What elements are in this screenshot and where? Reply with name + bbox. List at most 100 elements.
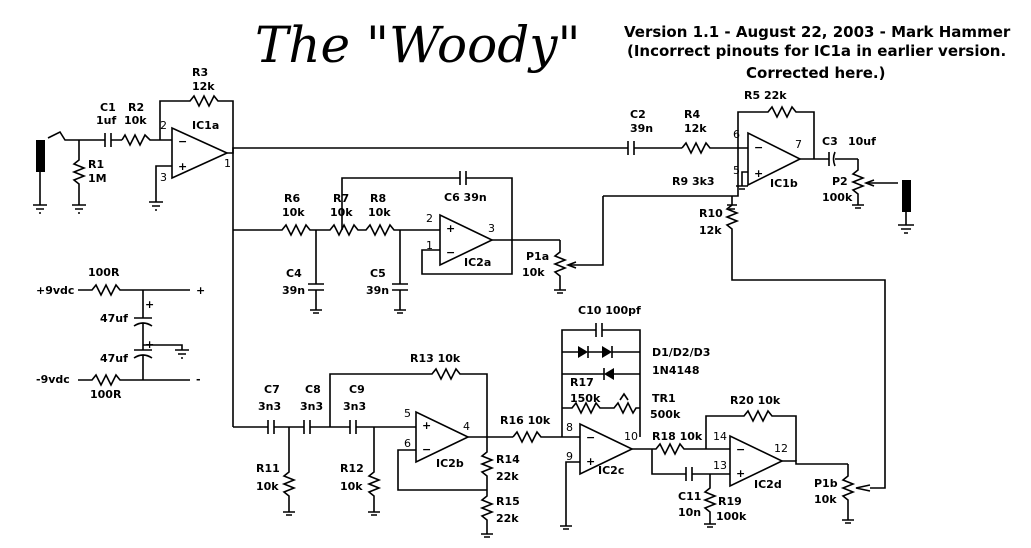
r2-resistor xyxy=(121,133,160,147)
r2-value: 10k xyxy=(124,114,147,127)
cap-top-label: 47uf xyxy=(100,312,128,325)
c5-capacitor xyxy=(392,230,408,314)
ic1b-pin-7: 7 xyxy=(795,138,802,151)
ic2b-pin-5: 5 xyxy=(404,407,411,420)
c9-value: 3n3 xyxy=(343,400,366,413)
p1a-potentiometer xyxy=(552,240,577,294)
r18-label: R18 10k xyxy=(652,430,703,443)
c5-value: 39n xyxy=(366,284,389,297)
c6-capacitor xyxy=(341,171,513,240)
r11-name: R11 xyxy=(256,462,280,475)
c11-value: 10n xyxy=(678,506,701,519)
c4-value: 39n xyxy=(282,284,305,297)
cap-top-plus: + xyxy=(145,298,154,311)
p1b-potentiometer xyxy=(840,464,871,524)
ic2c-wiring xyxy=(560,448,650,530)
c11-capacitor xyxy=(651,449,730,481)
neg-res-label: 100R xyxy=(90,388,122,401)
svg-text:+: + xyxy=(754,167,763,180)
r18-resistor xyxy=(650,442,730,456)
r4-value: 12k xyxy=(684,122,707,135)
c9-name: C9 xyxy=(349,383,365,396)
p2-potentiometer xyxy=(850,159,875,209)
ic1a-wiring xyxy=(149,139,172,211)
r10-ground-icon xyxy=(727,204,737,210)
r4-resistor xyxy=(681,141,738,155)
r4-name: R4 xyxy=(684,108,700,121)
c1-name: C1 xyxy=(100,101,116,114)
ic2a-label: IC2a xyxy=(464,256,491,269)
r14-r15-resistors xyxy=(479,437,495,538)
r10-resistor xyxy=(724,196,886,489)
neg-rail-resistor xyxy=(78,373,190,387)
svg-text:−: − xyxy=(586,431,595,444)
c7-value: 3n3 xyxy=(258,400,281,413)
c4-capacitor xyxy=(308,230,324,314)
r8-name: R8 xyxy=(370,192,386,205)
svg-text:+: + xyxy=(586,455,595,468)
r17-value: 150k xyxy=(570,392,601,405)
r10-value: 12k xyxy=(699,224,722,237)
ic1b-label: IC1b xyxy=(770,177,798,190)
r14-value: 22k xyxy=(496,470,519,483)
svg-text:+: + xyxy=(446,222,455,235)
ic2d-pin-12: 12 xyxy=(774,442,788,455)
ic2d-opamp: − + xyxy=(729,434,784,488)
p2-name: P2 xyxy=(832,175,848,188)
r3-value: 12k xyxy=(192,80,215,93)
cap-bot-label: 47uf xyxy=(100,352,128,365)
svg-text:+: + xyxy=(736,467,745,480)
ic2c-opamp: − + xyxy=(579,422,634,476)
svg-text:−: − xyxy=(178,135,187,148)
c1-value: 1uf xyxy=(96,114,116,127)
ic1b-opamp: − + xyxy=(747,131,802,187)
r7-name: R7 xyxy=(333,192,349,205)
r15-name: R15 xyxy=(496,495,520,508)
r5-label: R5 22k xyxy=(744,89,787,102)
r5-feedback-resistor xyxy=(737,105,815,159)
r16-resistor xyxy=(512,430,580,444)
r16-label: R16 10k xyxy=(500,414,551,427)
note-line-1: (Incorrect pinouts for IC1a in earlier v… xyxy=(627,42,1006,60)
r11-resistor xyxy=(281,427,297,516)
r14-name: R14 xyxy=(496,453,520,466)
ic1a-opamp: − + xyxy=(171,126,229,180)
p1b-value: 10k xyxy=(814,493,837,506)
c2-value: 39n xyxy=(630,122,653,135)
r1-resistor xyxy=(71,140,87,214)
r1-name: R1 xyxy=(88,158,104,171)
c7-c8-c9-capacitors xyxy=(233,420,408,434)
pos-rail-resistor xyxy=(78,283,190,297)
pos-res-label: 100R xyxy=(88,266,120,279)
r9-wire xyxy=(603,148,739,197)
r19-value: 100k xyxy=(716,510,747,523)
ic2b-opamp: + − xyxy=(415,410,470,464)
ic1a-pin-2: 2 xyxy=(160,119,167,132)
r19-resistor xyxy=(702,474,718,528)
ic2d-output-wire xyxy=(782,460,848,465)
c8-name: C8 xyxy=(305,383,321,396)
r3-feedback-resistor xyxy=(159,94,234,153)
c8-value: 3n3 xyxy=(300,400,323,413)
ic1b-pin-6: 6 xyxy=(733,128,740,141)
ic2d-pin-14: 14 xyxy=(713,430,727,443)
ic2c-pin-8: 8 xyxy=(566,421,573,434)
r1-value: 1M xyxy=(88,172,107,185)
input-jack-icon xyxy=(33,130,79,214)
r6-r7-r8-resistors xyxy=(233,223,412,237)
r8-value: 10k xyxy=(368,206,391,219)
ic1a-pin-3: 3 xyxy=(160,171,167,184)
r11-value: 10k xyxy=(256,480,279,493)
p1a-value: 10k xyxy=(522,266,545,279)
ic1a-label: IC1a xyxy=(192,119,219,132)
r6-name: R6 xyxy=(284,192,300,205)
r12-value: 10k xyxy=(340,480,363,493)
r20-feedback-resistor xyxy=(705,409,797,461)
tr1-name: TR1 xyxy=(652,392,676,405)
ic2c-label: IC2c xyxy=(598,464,624,477)
ic2c-pin-9: 9 xyxy=(566,450,573,463)
neg-sign: - xyxy=(196,373,201,386)
r2-name: R2 xyxy=(128,101,144,114)
r15-value: 22k xyxy=(496,512,519,525)
